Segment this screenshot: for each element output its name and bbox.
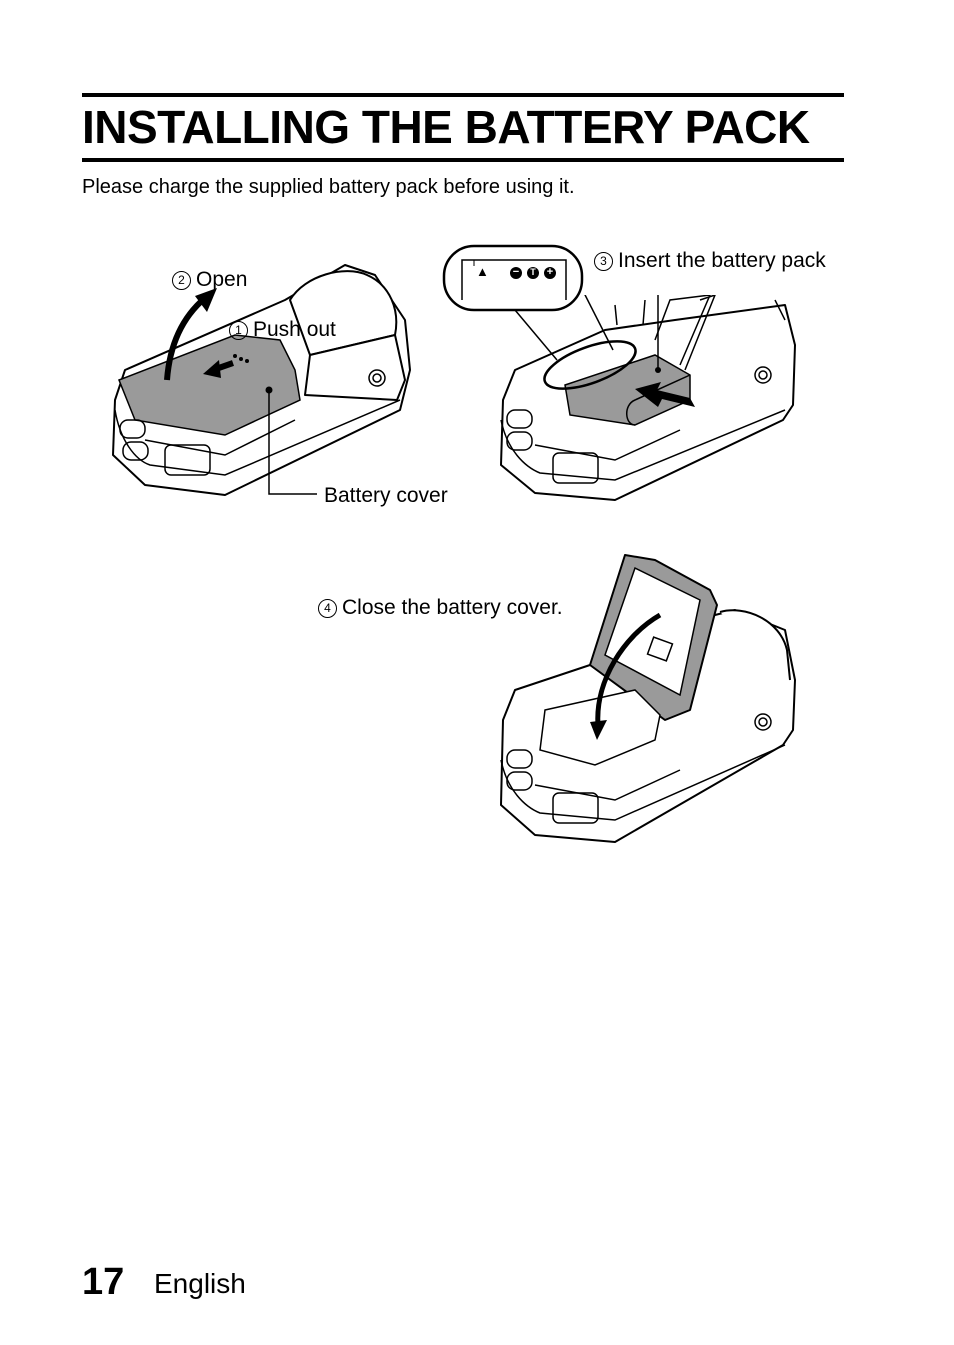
minus-symbol: − xyxy=(512,266,520,278)
step-4-text: Close the battery cover. xyxy=(342,596,563,619)
camera-close-cover-illustration xyxy=(500,554,796,843)
footer-language: English xyxy=(154,1268,246,1299)
plus-symbol: + xyxy=(546,266,554,278)
title-rule-top xyxy=(82,93,844,97)
step-2-text: Open xyxy=(196,268,248,291)
step-3-number: 3 xyxy=(594,252,613,271)
title-rule-bottom xyxy=(82,158,844,162)
triangle-symbol: ▲ xyxy=(476,264,489,279)
t-terminal-icon xyxy=(527,267,539,279)
camera-cover-closed-illustration xyxy=(112,264,411,496)
page-title: INSTALLING THE BATTERY PACK xyxy=(82,101,810,153)
battery-cover-label: Battery cover xyxy=(324,484,448,507)
t-symbol: T xyxy=(530,267,536,277)
step-1-label: 1 Push out xyxy=(229,318,336,342)
minus-terminal-icon xyxy=(510,267,522,279)
step-1-text: Push out xyxy=(253,318,336,341)
plus-terminal-icon xyxy=(544,267,556,279)
step-3-label: 3 Insert the battery pack xyxy=(594,249,826,273)
camera-insert-battery-illustration xyxy=(500,295,796,501)
terminal-inset xyxy=(442,244,584,312)
page-number: 17 xyxy=(82,1261,125,1303)
step-1-number: 1 xyxy=(229,321,248,340)
step-2-label: 2 Open xyxy=(172,268,247,292)
step-2-number: 2 xyxy=(172,271,191,290)
intro-text: Please charge the supplied battery pack … xyxy=(82,176,575,198)
step-3-text: Insert the battery pack xyxy=(618,249,826,272)
step-4-number: 4 xyxy=(318,599,337,618)
step-4-label: 4 Close the battery cover. xyxy=(318,596,563,620)
